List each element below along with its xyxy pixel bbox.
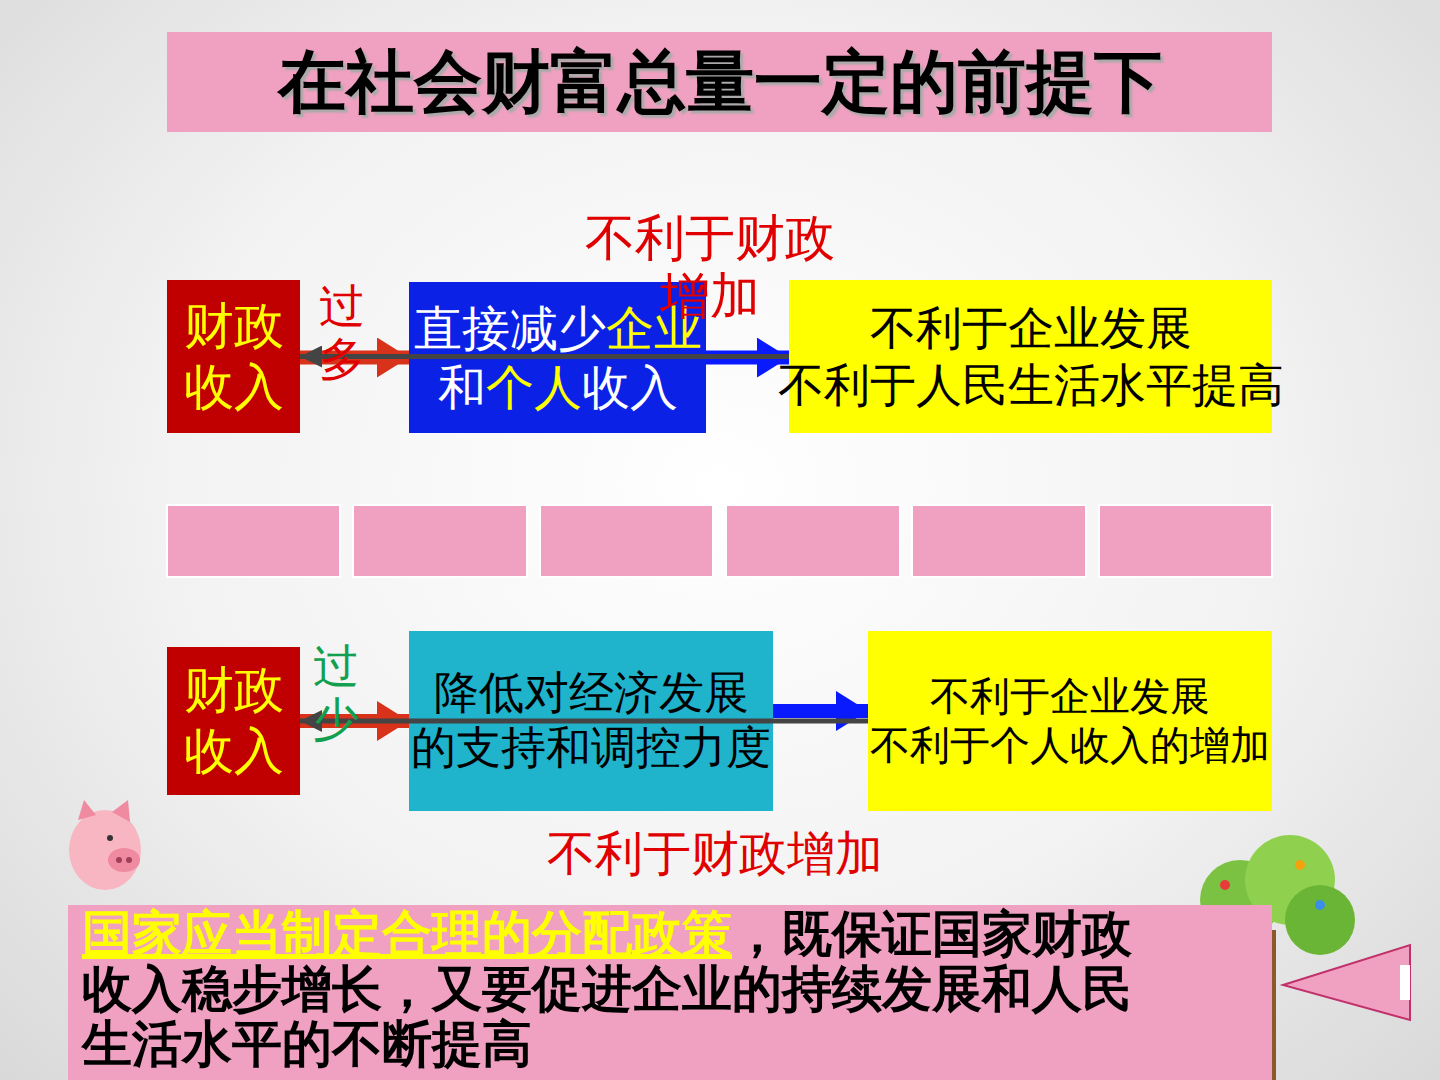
edge-label: 过 少 (304, 640, 368, 746)
process-box: 降低对经济发展 的支持和调控力度 (409, 631, 773, 811)
tree-fruit (1295, 860, 1305, 870)
flow-arrow (300, 354, 789, 359)
pink-divider-row (167, 505, 1272, 577)
pig-illustration (69, 800, 141, 890)
highlight-run: 个人 (486, 359, 582, 415)
pig-nostril (116, 857, 122, 863)
pink-block (912, 505, 1086, 577)
pig-ear (78, 800, 96, 820)
title-band: 在社会财富总量一定的前提下 (167, 32, 1272, 132)
pink-block (1099, 505, 1272, 577)
box-text: 降低对经济发展 的支持和调控力度 (409, 666, 773, 776)
pink-block (353, 505, 527, 577)
pink-block (726, 505, 900, 577)
process-box: 财政 收入 (167, 280, 300, 433)
tree-leaves (1285, 885, 1355, 955)
process-box: 不利于企业发展不利于个人收入的增加 (868, 631, 1272, 811)
pink-block (540, 505, 713, 577)
flow-arrow (706, 351, 789, 365)
box-text: 不利于人民生活水平提高 (778, 357, 1284, 413)
pig-snout (108, 848, 140, 872)
box-text: 不利于企业发展 (930, 672, 1210, 721)
box-text: 不利于企业发展 (870, 300, 1192, 356)
box-text: 不利于个人收入的增加 (870, 721, 1270, 770)
pig-eye (107, 835, 113, 841)
flow-arrow (300, 719, 868, 724)
flow-arrow (773, 704, 868, 718)
box-text: 财政 收入 (167, 296, 300, 418)
process-box: 不利于企业发展不利于人民生活水平提高 (789, 280, 1272, 433)
slide-title: 在社会财富总量一定的前提下 (278, 37, 1162, 128)
back-arrow-notch (1400, 965, 1410, 1000)
edge-label: 过 多 (310, 280, 374, 386)
tree-fruit (1315, 900, 1325, 910)
pig-ear (112, 800, 130, 822)
edge-label: 不利于财政增加 (535, 826, 895, 881)
pig-head (69, 810, 141, 890)
edge-label: 不利于财政 增加 (560, 210, 860, 325)
tree-fruit (1220, 880, 1230, 890)
highlight-run: 国家应当制定合理的分配政策 (82, 905, 732, 963)
conclusion-box: 国家应当制定合理的分配政策，既保证国家财政 收入稳步增长，又要促进企业的持续发展… (68, 905, 1272, 1080)
box-text: 财政 收入 (167, 660, 300, 782)
back-arrow-button (1283, 945, 1410, 1020)
box-text: 国家应当制定合理的分配政策，既保证国家财政 收入稳步增长，又要促进企业的持续发展… (82, 907, 1258, 1072)
process-box: 财政 收入 (167, 647, 300, 795)
pink-block (167, 505, 340, 577)
pig-nostril (126, 857, 132, 863)
